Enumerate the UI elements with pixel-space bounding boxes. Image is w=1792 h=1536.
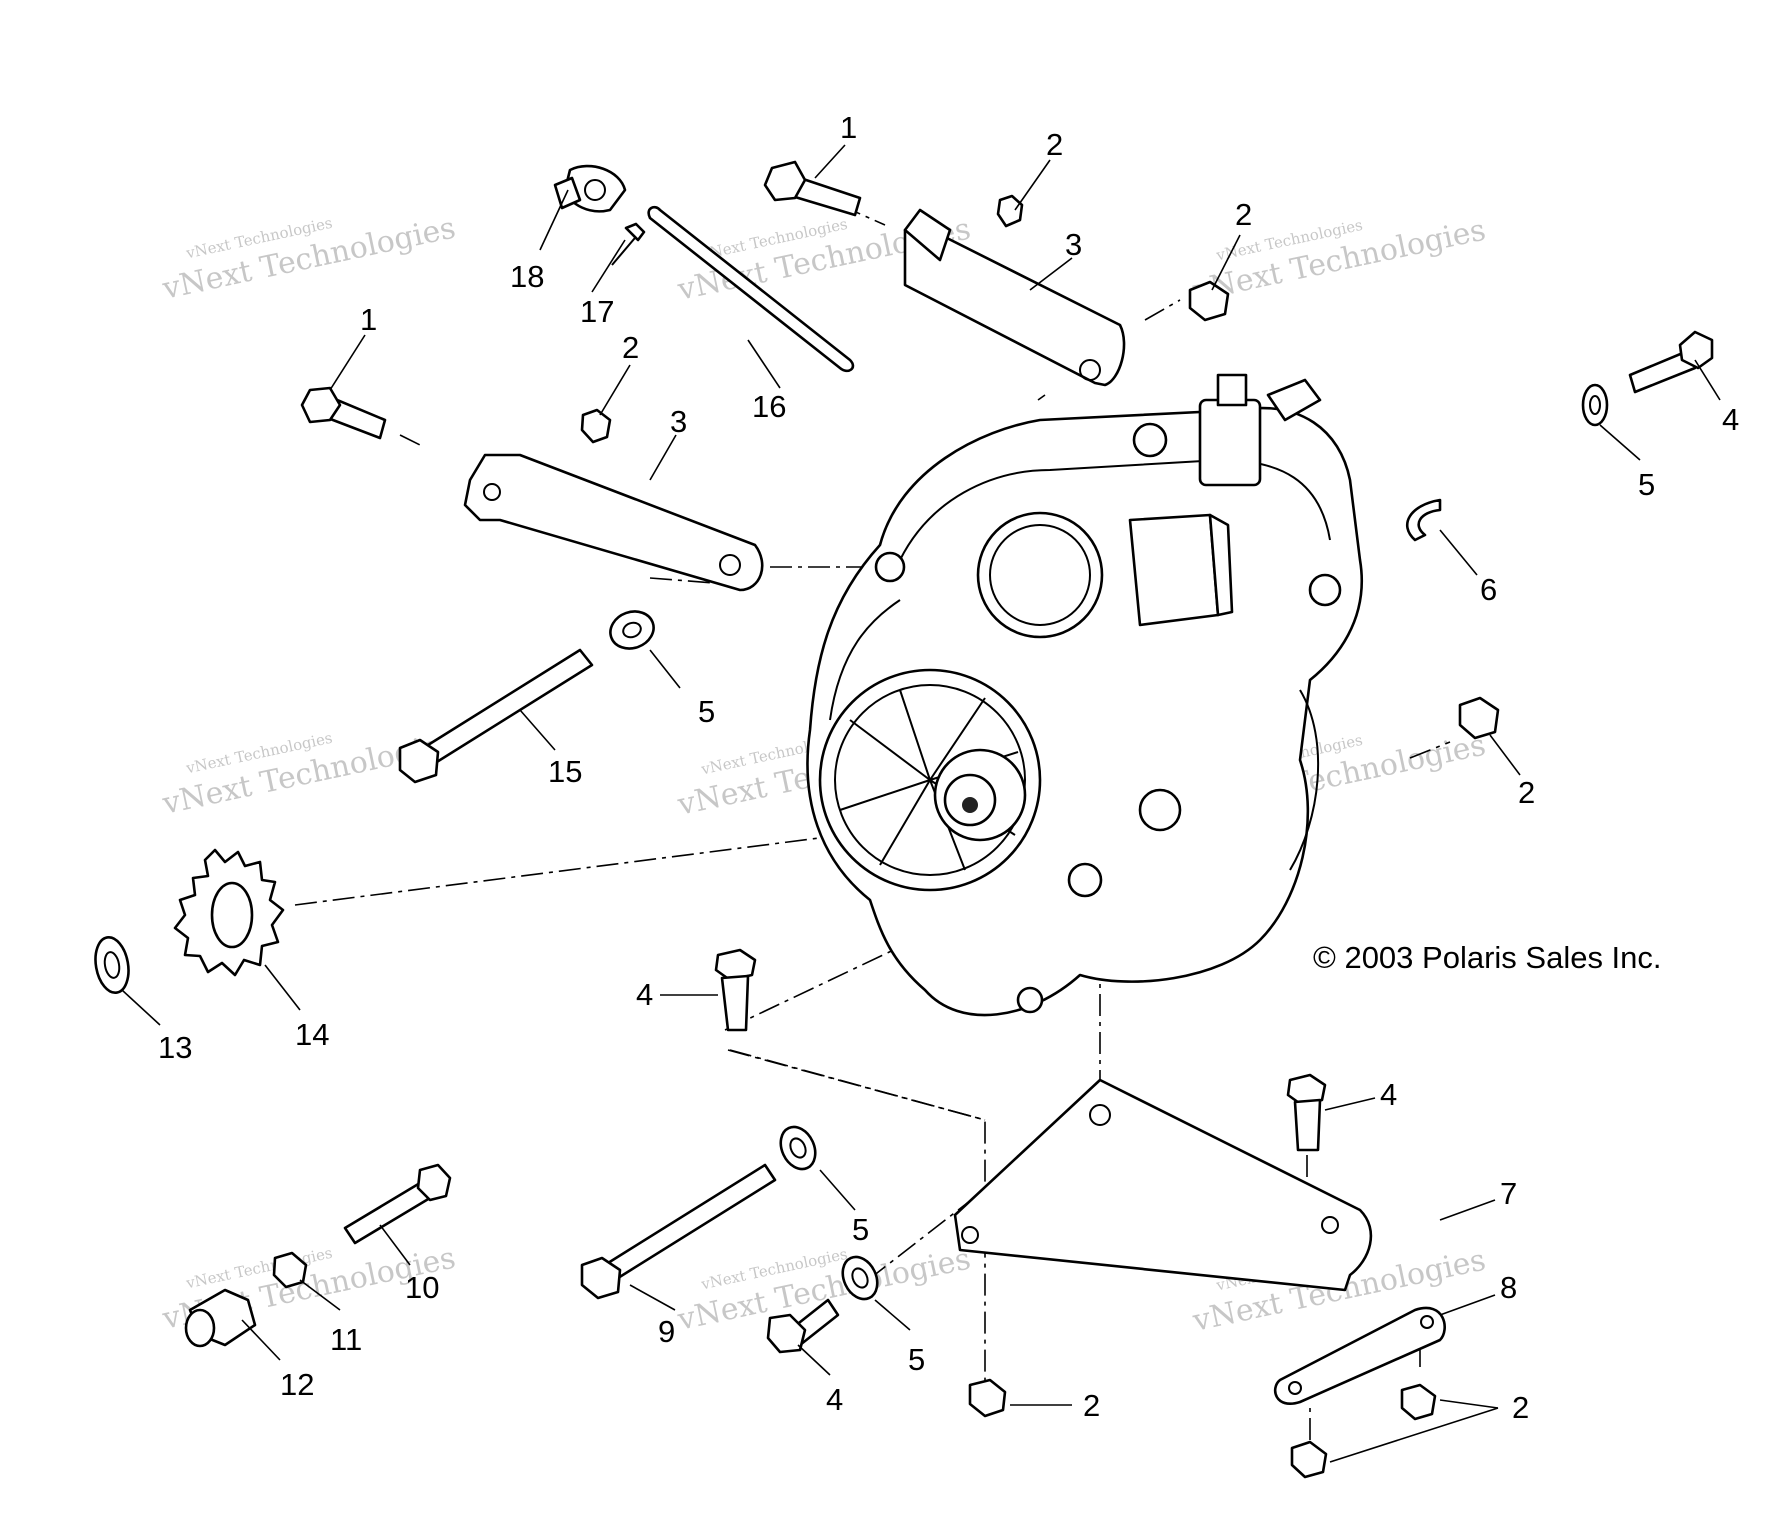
nut-2-upper-right xyxy=(1188,280,1230,322)
bolt-4-lower xyxy=(766,1298,840,1354)
callout-5-right: 5 xyxy=(1638,467,1655,502)
callout-11: 11 xyxy=(330,1322,362,1357)
sprocket-14 xyxy=(173,848,285,977)
callout-5-lower-a: 5 xyxy=(852,1212,869,1247)
leader-lines xyxy=(121,144,1721,1463)
callout-4-right: 4 xyxy=(1722,402,1739,437)
bolt-4-bracket xyxy=(1286,1073,1327,1152)
bracket-7 xyxy=(953,1078,1373,1292)
washer-5-right xyxy=(1581,383,1609,427)
callout-2-upper-right: 2 xyxy=(1235,197,1252,232)
callout-1-left: 1 xyxy=(360,302,377,337)
callout-1-upper: 1 xyxy=(840,110,857,145)
callout-16: 16 xyxy=(752,389,786,424)
screw-17 xyxy=(611,222,646,266)
bolt-4-center xyxy=(714,948,757,1032)
bolt-9 xyxy=(580,1163,777,1300)
copyright-notice: © 2003 Polaris Sales Inc. xyxy=(1313,940,1662,975)
callout-6: 6 xyxy=(1480,572,1497,607)
nut-2-bottom-right-a xyxy=(1400,1383,1437,1421)
callout-2-right: 2 xyxy=(1518,775,1535,810)
callout-5-middle: 5 xyxy=(698,694,715,729)
bracket-3-lower xyxy=(463,453,764,592)
clip-6 xyxy=(1405,498,1442,542)
callout-4-lower: 4 xyxy=(826,1382,843,1417)
washer-13 xyxy=(94,935,130,995)
gearcase-housing xyxy=(806,373,1363,1017)
callout-4-center: 4 xyxy=(636,977,653,1012)
callout-2-bottom-right: 2 xyxy=(1512,1390,1529,1425)
watermark-top-left: vNext Technologies vNext Technologies xyxy=(159,211,459,307)
bolt-1-left xyxy=(300,386,387,440)
washer-5-middle xyxy=(609,610,655,650)
nut-2-left xyxy=(580,408,612,444)
bolt-4-right xyxy=(1628,330,1714,394)
nut-2-bottom-right-b xyxy=(1290,1440,1328,1479)
nut-2-top xyxy=(996,194,1024,228)
callout-2-bottom-center: 2 xyxy=(1083,1388,1100,1423)
bolt-1-upper xyxy=(763,160,862,217)
callout-3-lower: 3 xyxy=(670,404,687,439)
callout-2-left: 2 xyxy=(622,330,639,365)
washer-5-lower-b xyxy=(841,1255,879,1301)
callout-5-lower-b: 5 xyxy=(908,1342,925,1377)
callout-4-bracket: 4 xyxy=(1380,1077,1397,1112)
callout-3-upper: 3 xyxy=(1065,227,1082,262)
callout-15: 15 xyxy=(548,754,582,789)
bracket-3-upper xyxy=(903,208,1126,387)
callout-2-top: 2 xyxy=(1046,127,1063,162)
callout-13: 13 xyxy=(158,1030,192,1065)
callout-8: 8 xyxy=(1500,1270,1517,1305)
callout-10: 10 xyxy=(405,1270,439,1305)
nut-2-right xyxy=(1458,696,1500,740)
nut-2-bottom-center xyxy=(968,1378,1007,1418)
callout-labels: 1 1 2 2 2 2 2 2 3 3 4 4 4 4 5 5 5 5 6 7 … xyxy=(158,110,1739,1425)
callout-7: 7 xyxy=(1500,1176,1517,1211)
callout-12: 12 xyxy=(280,1367,314,1402)
bolt-10 xyxy=(343,1163,452,1245)
clamp-18 xyxy=(553,164,627,213)
plug-12 xyxy=(184,1288,257,1348)
callout-18: 18 xyxy=(510,259,544,294)
bolt-15 xyxy=(398,648,594,784)
callout-9: 9 xyxy=(658,1314,675,1349)
callout-14: 14 xyxy=(295,1017,329,1052)
washer-5-lower-a xyxy=(779,1125,817,1171)
callout-17: 17 xyxy=(580,294,614,329)
watermark-top-right: vNext Technologies vNext Technologies xyxy=(1189,213,1489,309)
rod-16 xyxy=(647,205,855,373)
plate-8 xyxy=(1274,1306,1446,1405)
